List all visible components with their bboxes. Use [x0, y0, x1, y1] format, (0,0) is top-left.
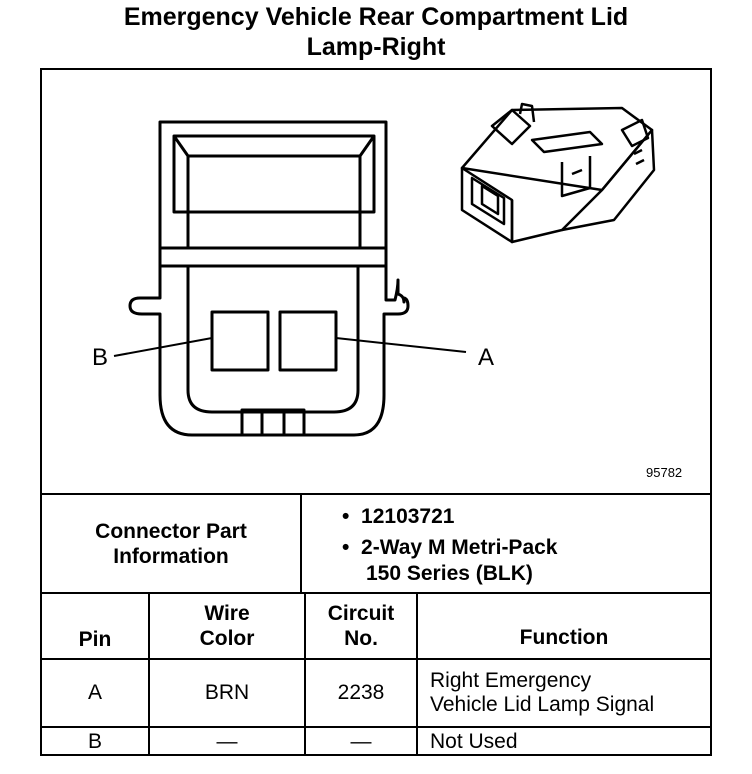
pin-cavity-a [278, 310, 338, 372]
header-wire-color: Wire Color [150, 594, 304, 658]
connector-info-label: Connector Part Information [42, 495, 300, 592]
header-function-text: Function [519, 626, 609, 649]
divider-col-pin [148, 592, 150, 756]
divider-header [42, 658, 710, 660]
connector-latch-inner [186, 154, 362, 214]
divider-col-wire [304, 592, 306, 756]
header-pin: Pin [42, 594, 148, 658]
row-a-wire: BRN [204, 681, 250, 704]
row-b-pin: B [87, 730, 102, 753]
figure-number: 95782 [646, 465, 683, 480]
leader-line-a [335, 337, 467, 353]
connector-type-line1: 2-Way M Metri-Pack [361, 536, 558, 559]
leader-line-b [113, 337, 213, 357]
divider-col-circuit [416, 592, 418, 756]
connector-body-outline [128, 120, 410, 437]
divider-info-col [300, 493, 302, 594]
row-b-circuit: — [350, 730, 372, 753]
row-a-function-line2: Vehicle Lid Lamp Signal [430, 693, 655, 716]
row-a-function-line1: Right Emergency [430, 669, 592, 692]
pin-label-a: A [478, 344, 495, 371]
header-circuit-no: Circuit No. [306, 594, 416, 658]
title-line-1: Emergency Vehicle Rear Compartment Lid [123, 3, 629, 31]
pin-label-b: B [92, 344, 109, 371]
row-a-function: Right Emergency Vehicle Lid Lamp Signal [418, 660, 710, 726]
header-wire-line1: Wire [204, 602, 250, 625]
row-a-circuit: 2238 [337, 681, 385, 704]
connector-diagram [113, 102, 656, 437]
divider-diagram [42, 493, 710, 495]
bullet-dot: • [342, 536, 362, 559]
header-circuit-line2: No. [344, 627, 378, 650]
connector-info-label-line2: Information [113, 544, 229, 568]
header-pin-text: Pin [78, 628, 112, 651]
title-line-2: Lamp-Right [306, 33, 446, 61]
row-a-pin: A [87, 681, 102, 704]
row-b-wire: — [216, 730, 238, 753]
connector-iso-view [460, 102, 656, 244]
connector-series: 150 Series (BLK) [366, 561, 533, 586]
connector-face-view [113, 120, 467, 437]
page-title: Emergency Vehicle Rear Compartment Lid L… [0, 2, 752, 62]
connector-cavity-outline [186, 266, 360, 414]
divider-connector-info [42, 592, 710, 594]
header-wire-line2: Color [199, 627, 255, 650]
connector-bottom-key [240, 408, 306, 435]
connector-frame: B A 95782 Connector Part Information • 1… [40, 68, 712, 756]
row-b-function: Not Used [418, 728, 710, 756]
header-function: Function [418, 594, 710, 658]
divider-row-a [42, 726, 710, 728]
connector-type-line2: 150 Series (BLK) [366, 562, 533, 585]
connector-type-bullet: • 2-Way M Metri-Pack [342, 535, 557, 560]
diagram-area: B A 95782 [42, 70, 710, 493]
row-b-function-line1: Not Used [430, 730, 518, 753]
header-circuit-line1: Circuit [327, 602, 395, 625]
pin-cavity-b [210, 310, 270, 372]
connector-info-label-line1: Connector Part [95, 519, 247, 543]
part-number-bullet: • 12103721 [342, 504, 454, 529]
bullet-dot: • [342, 505, 362, 528]
part-number: 12103721 [361, 505, 455, 528]
connector-latch-outer [172, 134, 376, 214]
